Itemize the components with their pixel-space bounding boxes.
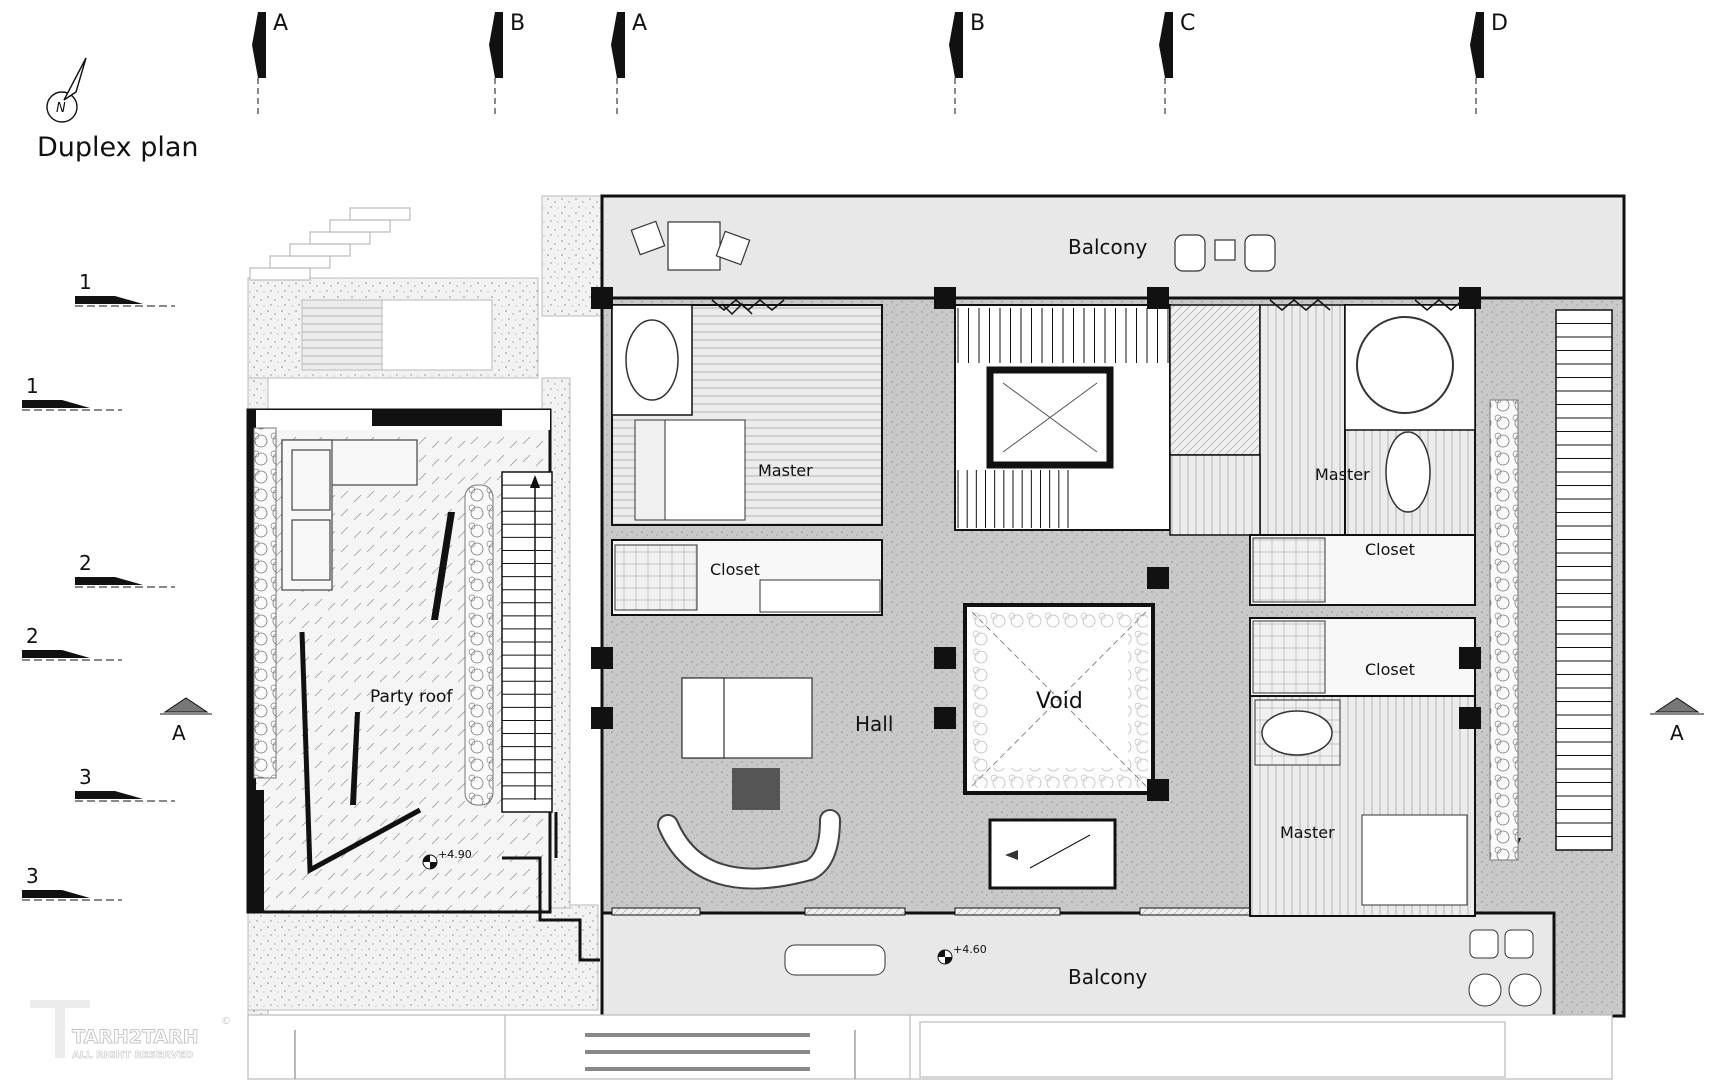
section-marker-left-1: 1 [75, 270, 175, 307]
svg-text:+4.90: +4.90 [438, 848, 472, 861]
north-arrow-icon: N [46, 57, 87, 123]
section-marker-top-a: A [252, 11, 288, 118]
section-marker-top-label: A [632, 11, 647, 36]
party-roof-stair [501, 471, 553, 813]
section-marker-top-label: D [1491, 11, 1508, 36]
bed-icon-3 [1361, 814, 1468, 906]
svg-text:©: © [221, 1016, 231, 1027]
room-label-master-1: Master [758, 461, 813, 480]
section-marker-left-1: 1 [22, 374, 122, 411]
section-marker-left-label: 1 [79, 270, 92, 294]
plan-title: Duplex plan [37, 132, 199, 163]
site-strip-bottom [247, 1014, 1613, 1080]
brand-watermark: TARH2TARH © ALL RIGHT RESERVED [30, 1000, 231, 1061]
section-marker-top-d: D [1470, 11, 1508, 118]
room-label-hall: Hall [855, 712, 893, 736]
outdoor-sofa [281, 439, 418, 591]
balcony-lounge-chairs [1174, 234, 1276, 272]
section-marker-left-label: 3 [26, 864, 39, 888]
room-label-closet-2: Closet [1365, 540, 1415, 559]
section-marker-top-a: A [611, 11, 647, 118]
section-marker-right-a: A [1650, 697, 1704, 745]
void-opening: Void [963, 603, 1155, 795]
balcony-top [600, 194, 1626, 300]
svg-text:A: A [172, 721, 186, 745]
section-marker-left-label: 2 [26, 624, 39, 648]
section-marker-left-3: 3 [75, 765, 175, 802]
room-label-master-3: Master [1280, 823, 1335, 842]
section-marker-left-2: 2 [75, 551, 175, 588]
billiard-table-icon [988, 818, 1117, 890]
hall-sofa [681, 677, 813, 759]
svg-text:+4.60: +4.60 [953, 943, 987, 956]
section-marker-left-label: 1 [26, 374, 39, 398]
section-marker-left-2: 2 [22, 624, 122, 661]
room-label-closet-1: Closet [710, 560, 760, 579]
room-label-master-2: Master [1315, 465, 1370, 484]
left-section-markers: 1 1 2 2 3 3 [22, 270, 175, 901]
exterior-stairs [249, 207, 411, 281]
room-label-balcony-bottom: Balcony [1068, 965, 1147, 989]
room-label-balcony-top: Balcony [1068, 235, 1147, 259]
structural-columns [591, 287, 1481, 801]
level-marker-party-roof: +4.90 [422, 848, 472, 870]
section-marker-top-b: B [949, 11, 985, 118]
bathtub-icon [625, 319, 679, 401]
section-marker-top-label: B [510, 11, 525, 36]
balcony-bottom [600, 911, 1556, 1018]
room-label-void: Void [1036, 689, 1083, 714]
section-marker-left-label: 2 [79, 551, 92, 575]
svg-text:A: A [1670, 721, 1684, 745]
section-marker-top-label: A [273, 11, 288, 36]
section-marker-left-label: 3 [79, 765, 92, 789]
section-marker-left-a: A [160, 697, 212, 745]
svg-text:TARH2TARH: TARH2TARH [72, 1026, 199, 1048]
svg-text:ALL RIGHT RESERVED: ALL RIGHT RESERVED [72, 1050, 193, 1061]
room-label-closet-3: Closet [1365, 660, 1415, 679]
section-marker-top-label: B [970, 11, 985, 36]
coffee-table [732, 768, 780, 810]
compass-letter: N [56, 101, 66, 116]
level-marker-balcony: +4.60 [937, 943, 987, 965]
section-marker-top-b: B [489, 11, 525, 118]
window-strip-top [711, 299, 1464, 311]
shower-area [1169, 304, 1261, 456]
section-marker-left-3: 3 [22, 864, 122, 901]
round-bed-icon [1356, 316, 1454, 414]
sun-lounger [784, 944, 886, 976]
room-label-party-roof: Party roof [370, 687, 453, 707]
right-exterior-stair [1511, 309, 1613, 851]
balcony-chairs-right [1468, 929, 1542, 1007]
balcony-dining-set [630, 220, 751, 271]
section-marker-top-c: C [1159, 11, 1195, 118]
section-marker-top-label: C [1180, 11, 1195, 36]
central-stair-core [954, 304, 1171, 531]
